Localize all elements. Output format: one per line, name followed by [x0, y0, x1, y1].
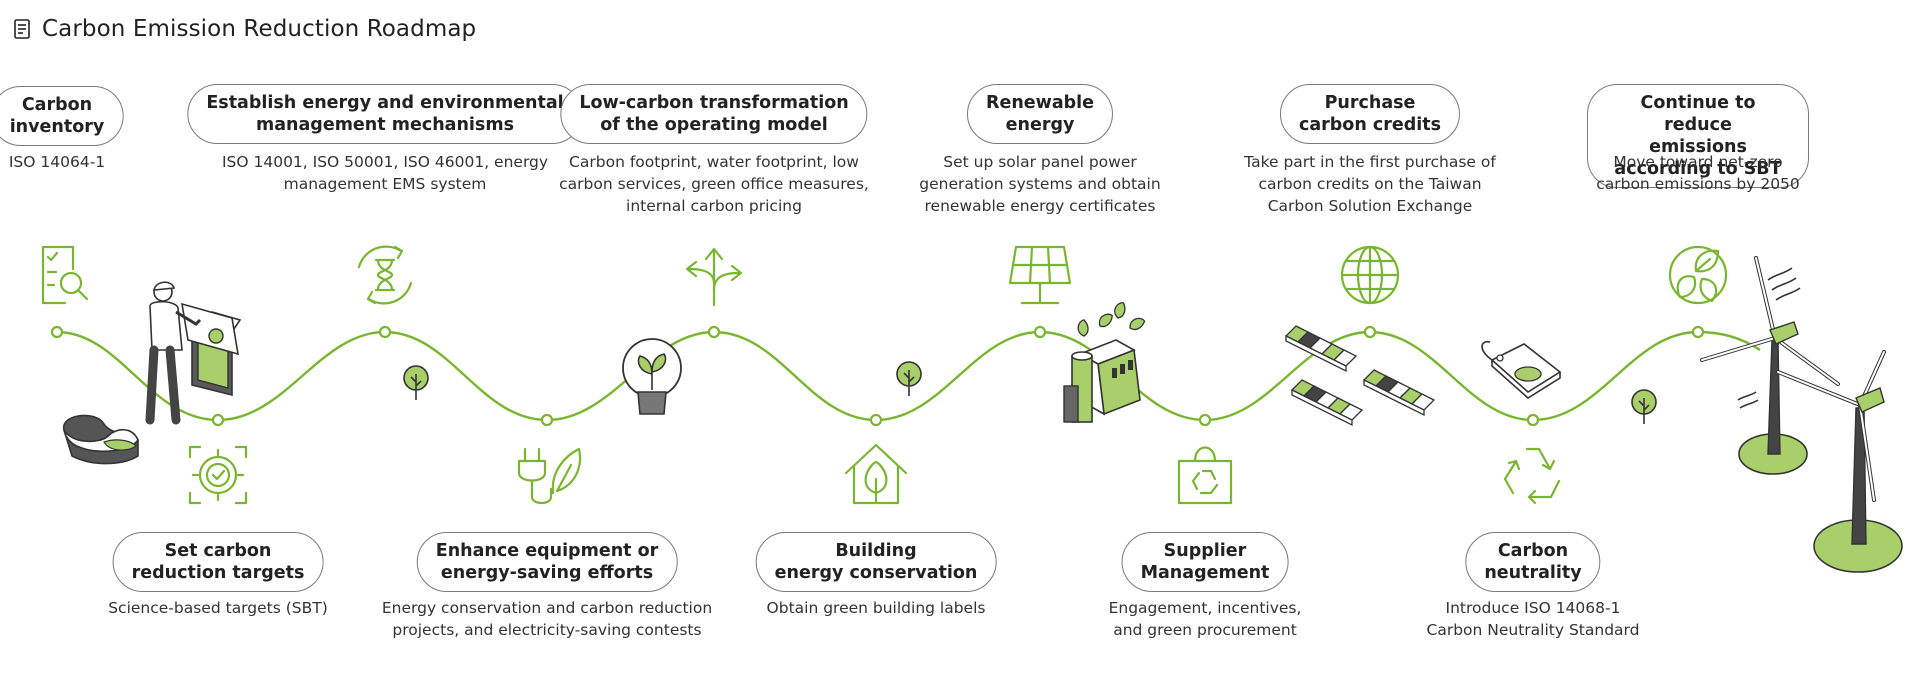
timeline-node-10: [1526, 413, 1540, 427]
milestone-title-7: Renewable energy: [966, 84, 1114, 144]
milestone-title-8: Supplier Management: [1121, 532, 1289, 592]
milestone-title-3: Establish energy and environmental manag…: [187, 84, 583, 144]
milestone-description-2: Science-based targets (SBT): [108, 599, 328, 617]
green-factory-illustration: [1063, 302, 1146, 423]
milestone-title-4: Enhance equipment or energy-saving effor…: [416, 532, 678, 592]
milestone-description-4: Energy conservation and carbon reduction…: [381, 599, 713, 639]
person-at-board-illustration: [145, 281, 242, 425]
milestone-title-2: Set carbon reduction targets: [112, 532, 324, 592]
green-house-icon: [844, 443, 908, 505]
milestone-description-9: Take part in the first purchase of carbo…: [1244, 153, 1496, 215]
timeline-node-3: [378, 325, 392, 339]
milestone-title-10: Carbon neutrality: [1465, 532, 1601, 592]
roadmap-wave-path: [56, 330, 1761, 422]
timeline-node-4: [540, 413, 554, 427]
milestone-description-1: ISO 14064-1: [8, 153, 106, 171]
milestone-description-7: Set up solar panel power generation syst…: [919, 153, 1161, 215]
milestone-description-8: Engagement, incentives, and green procur…: [1108, 599, 1302, 639]
timeline-node-5: [707, 325, 721, 339]
inspection-magnifier-icon: [41, 245, 89, 305]
milestone-description-6: Obtain green building labels: [766, 599, 986, 617]
carbon-symbol-illustration: [63, 414, 139, 465]
milestone-title-1: Carbon inventory: [0, 86, 124, 146]
timeline-node-1: [50, 325, 64, 339]
milestone-description-5: Carbon footprint, water footprint, low c…: [559, 153, 869, 215]
recycle-bag-icon: [1177, 446, 1233, 505]
hourglass-cycle-icon: [357, 245, 413, 305]
eco-tag-illustration: [1481, 340, 1562, 399]
page-title: Carbon Emission Reduction Roadmap: [42, 16, 477, 42]
milestone-title-6: Building energy conservation: [755, 532, 997, 592]
timeline-node-2: [211, 413, 225, 427]
tree-illustration: [403, 361, 1657, 424]
milestone-title-9: Purchase carbon credits: [1279, 84, 1461, 144]
milestone-title-5: Low-carbon transformation of the operati…: [560, 84, 868, 144]
milestone-description-10: Introduce ISO 14068-1 Carbon Neutrality …: [1426, 599, 1640, 639]
timeline-node-6: [869, 413, 883, 427]
timeline-node-9: [1363, 325, 1377, 339]
carbon-credit-blocks-illustration: [1284, 325, 1436, 427]
milestone-title-11: Continue to reduce emissions according t…: [1587, 84, 1809, 188]
timeline-node-7: [1033, 325, 1047, 339]
plug-leaf-icon: [517, 447, 582, 505]
recycle-arrows-icon: [1503, 447, 1561, 505]
milestone-description-3: ISO 14001, ISO 50001, ISO 46001, energy …: [221, 153, 549, 193]
wind-turbines-illustration: [1700, 256, 1903, 573]
solar-panel-icon: [1008, 245, 1072, 305]
target-check-icon: [188, 445, 248, 505]
page-header: Carbon Emission Reduction Roadmap: [14, 14, 476, 44]
document-list-icon: [14, 19, 30, 39]
lightbulb-sprout-illustration: [622, 338, 682, 415]
branching-arrows-icon: [685, 247, 743, 307]
milestone-description-11: Move toward net-zero carbon emissions by…: [1596, 153, 1800, 193]
globe-icon: [1340, 245, 1400, 305]
leaves-cycle-icon: [1668, 245, 1728, 305]
timeline-node-11: [1691, 325, 1705, 339]
timeline-node-8: [1198, 413, 1212, 427]
